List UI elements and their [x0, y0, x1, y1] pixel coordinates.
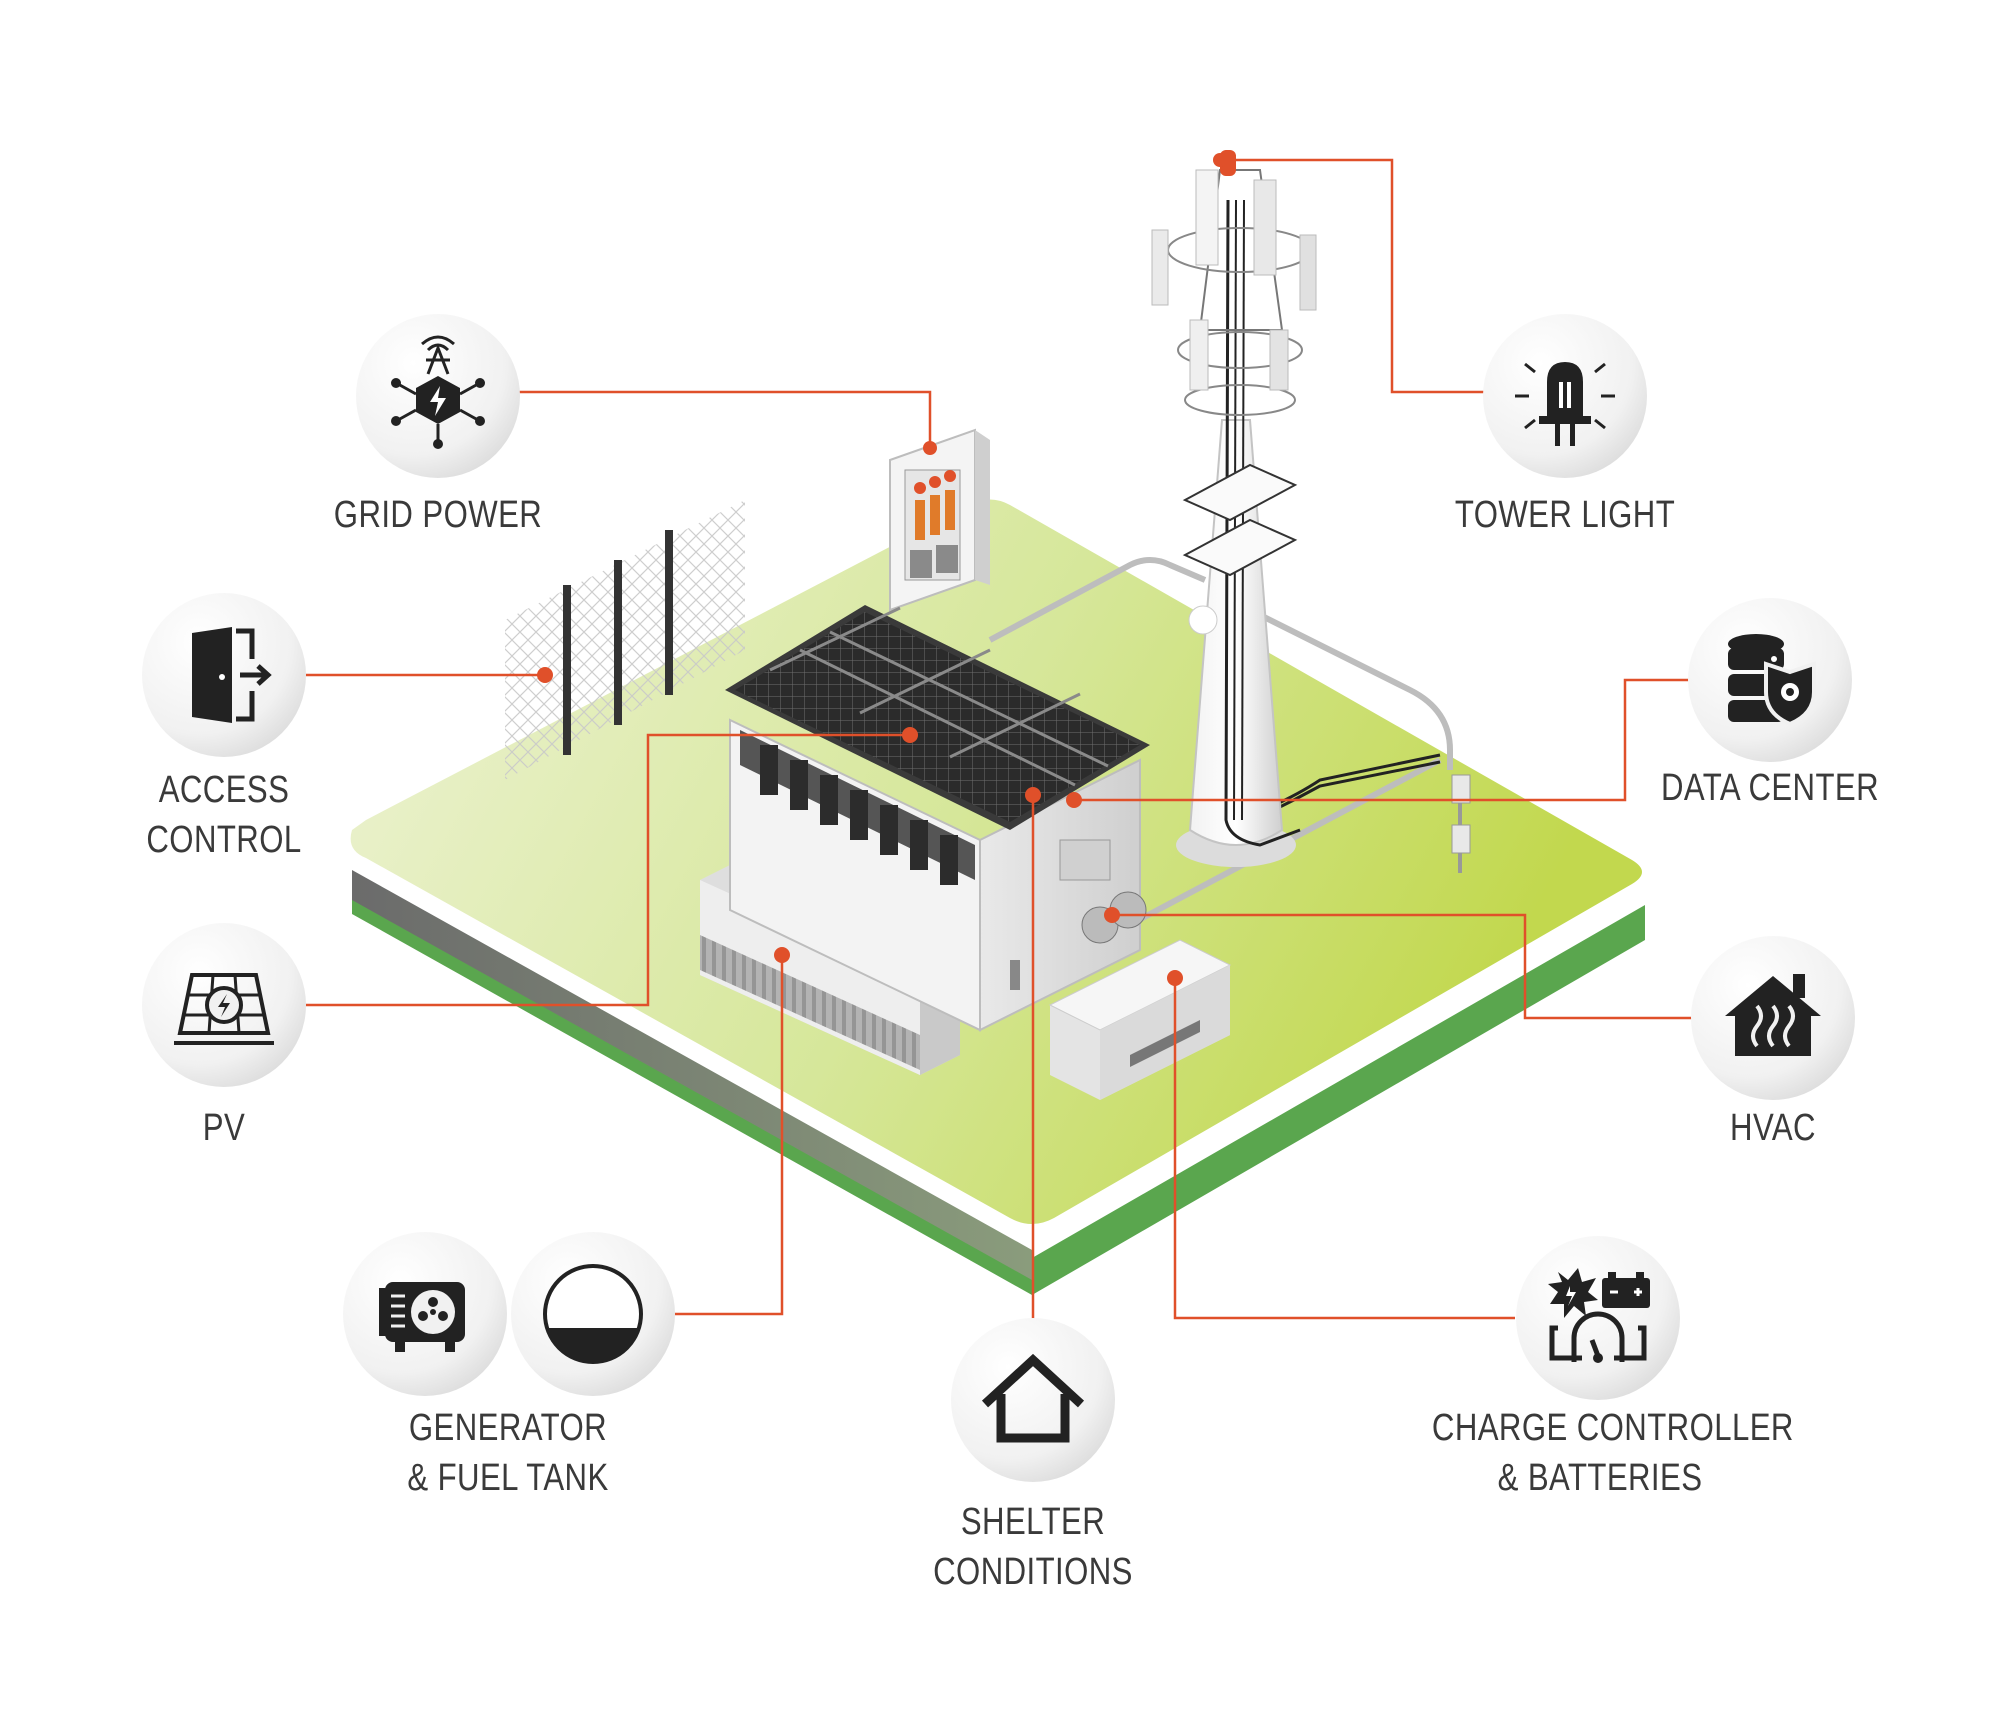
connector-lines: [306, 158, 1693, 1325]
electrical-cabinet: [889, 428, 990, 612]
label-access-control: ACCESS CONTROL: [101, 765, 347, 865]
shelter-text-line1: SHELTER: [960, 1501, 1106, 1543]
connector-pv: [306, 733, 910, 1007]
connector-dots: [537, 153, 1227, 986]
fuel-tank-icon-circle: [511, 1232, 675, 1396]
house-icon: [981, 1353, 1085, 1443]
tower-light-icon-circle: [1483, 314, 1647, 478]
shelter-building: [725, 605, 1150, 1032]
battery-cabinet: [1048, 939, 1232, 1100]
data-center-text: DATA CENTER: [1660, 767, 1880, 809]
fuel-gauge-icon: [543, 1264, 643, 1364]
access-control-icon-circle: [142, 593, 306, 757]
connector-charge: [1173, 978, 1515, 1320]
connector-grid-power: [518, 390, 932, 448]
hvac-icon-circle: [1691, 936, 1855, 1100]
connector-generator: [675, 955, 784, 1316]
generator-icon: [379, 1282, 465, 1352]
label-charge-controller-batteries: CHARGE CONTROLLER & BATTERIES: [1431, 1403, 1794, 1503]
grid-power-icon: [391, 335, 485, 449]
pv-text: PV: [202, 1107, 246, 1149]
hvac-text: HVAC: [1730, 1107, 1816, 1149]
access-control-text-line2: CONTROL: [146, 819, 302, 861]
shelter-text-line2: CONDITIONS: [933, 1551, 1133, 1593]
label-pv: PV: [142, 1103, 306, 1153]
grid-power-text: GRID POWER: [333, 494, 543, 536]
label-grid-power: GRID POWER: [315, 490, 561, 540]
charge-text-line2: & BATTERIES: [1497, 1457, 1703, 1499]
label-shelter-conditions: SHELTER CONDITIONS: [910, 1497, 1156, 1597]
house-heat-icon: [1725, 974, 1821, 1056]
grid-power-icon-circle: [356, 314, 520, 478]
charge-controller-icon-circle: [1516, 1236, 1680, 1400]
telecom-tower: [1151, 150, 1317, 867]
label-tower-light: TOWER LIGHT: [1442, 490, 1688, 540]
connector-tower-light: [1220, 158, 1490, 394]
label-data-center: DATA CENTER: [1647, 763, 1893, 813]
junction-boxes: [1451, 774, 1471, 873]
pv-icon-circle: [142, 923, 306, 1087]
solar-panel-icon: [174, 973, 274, 1045]
generator-text-line2: & FUEL TANK: [407, 1457, 609, 1499]
access-control-text-line1: ACCESS: [158, 769, 290, 811]
fence: [505, 500, 745, 780]
generator-text-line1: GENERATOR: [408, 1407, 608, 1449]
connector-data-center: [1074, 678, 1692, 802]
generator-icon-circle: [343, 1232, 507, 1396]
door-exit-icon: [192, 627, 272, 723]
label-hvac: HVAC: [1691, 1103, 1855, 1153]
led-light-icon: [1515, 362, 1615, 446]
label-generator-fuel-tank: GENERATOR & FUEL TANK: [385, 1403, 631, 1503]
shelter-icon-circle: [951, 1318, 1115, 1482]
database-shield-icon: [1728, 634, 1816, 727]
charge-text-line1: CHARGE CONTROLLER: [1431, 1407, 1794, 1449]
battery-charge-icon: [1548, 1268, 1650, 1363]
data-center-icon-circle: [1688, 598, 1852, 762]
connector-hvac: [1112, 913, 1693, 1020]
tower-light-text: TOWER LIGHT: [1454, 494, 1676, 536]
